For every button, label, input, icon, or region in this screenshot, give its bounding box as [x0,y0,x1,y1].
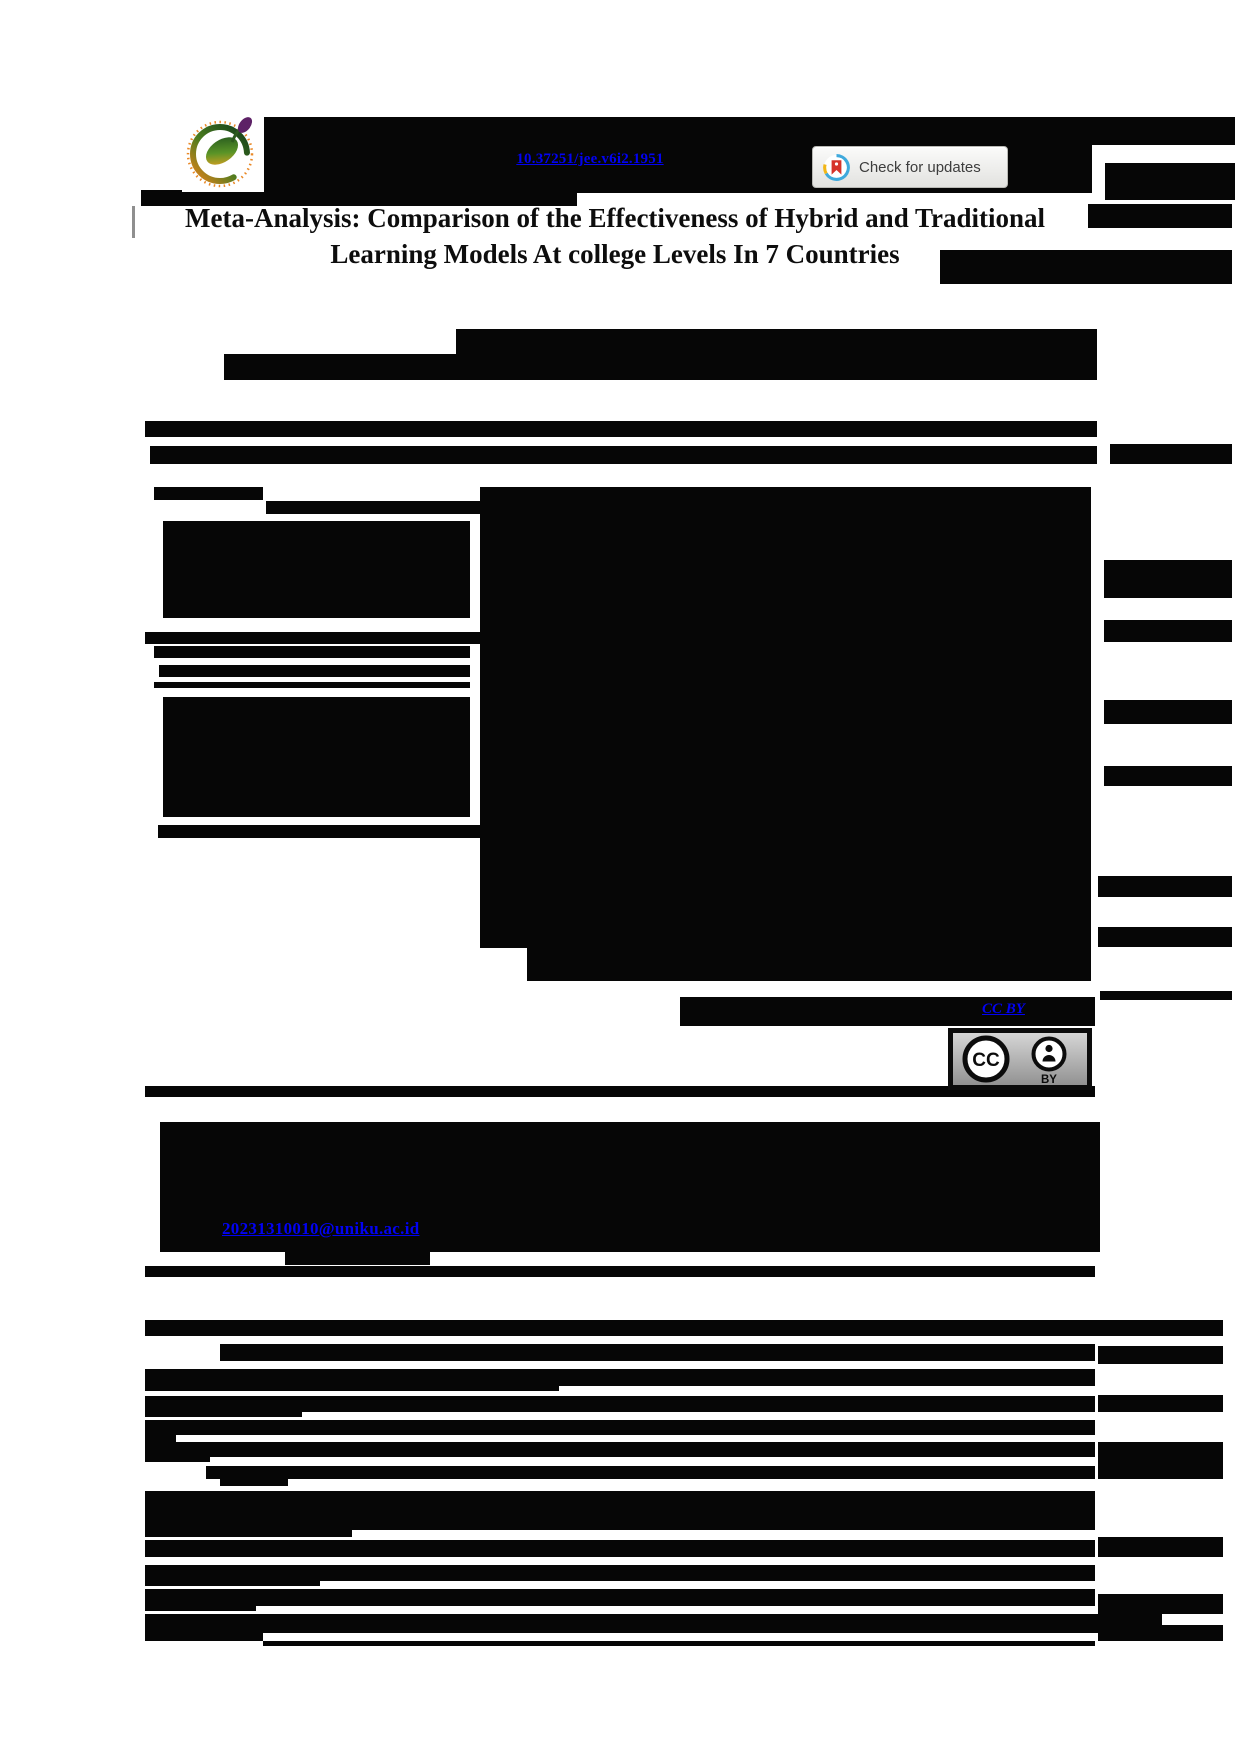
redacted-text-block [1104,620,1232,642]
redacted-text-block [527,948,1091,981]
redacted-text-block [1110,444,1232,464]
redacted-text-block [145,1491,1095,1530]
redacted-text-block [141,190,577,206]
article-title-line1: Meta-Analysis: Comparison of the Effecti… [185,203,1045,233]
attribution-person-icon [1031,1036,1067,1072]
redacted-text-block [1098,1625,1223,1641]
redacted-text-block [145,632,505,644]
redacted-text-block [206,1466,1095,1479]
redacted-text-block [940,250,1232,284]
redacted-text-block [1098,1537,1223,1557]
redacted-text-block [145,1396,1095,1412]
redacted-text-block [145,1412,302,1417]
redacted-text-block [145,1530,352,1537]
redacted-text-block [159,665,470,677]
cc-by-badge[interactable]: CC BY [948,1028,1092,1090]
corresponding-author-email-link[interactable]: 20231310010@uniku.ac.id [222,1219,420,1238]
redacted-text-block [145,1457,210,1462]
redacted-text-block [1098,876,1232,897]
redacted-text-block [145,1420,1095,1435]
redacted-text-block [1104,560,1232,598]
doi-link[interactable]: 10.37251/jee.v6i2.1951 [516,151,664,167]
redacted-text-block [158,825,485,838]
cc-by-link[interactable]: CC BY [982,1001,1025,1017]
redacted-text-block [154,487,263,500]
redacted-text-block [1098,927,1232,947]
redacted-text-block [145,1540,1095,1557]
title-left-edge-mark [132,206,135,238]
redacted-text-block [145,421,1097,437]
redacted-text-block [456,329,1097,354]
redacted-text-block [145,1614,1162,1633]
redacted-text-block [1092,117,1235,145]
redacted-text-block [154,682,470,688]
redacted-text-block [266,501,480,514]
cc-icon: CC [962,1035,1010,1083]
redacted-text-block [154,646,470,658]
redacted-text-block [680,997,1095,1026]
redacted-text-block [1105,163,1235,200]
redacted-text-block [1104,700,1232,724]
redacted-text-block [145,1565,1095,1581]
redacted-text-block [145,1266,1095,1277]
redacted-text-block [145,1320,1223,1336]
redacted-text-block [160,1122,1100,1252]
check-for-updates-label: Check for updates [859,158,981,176]
redacted-text-block [145,1086,1095,1097]
redacted-text-block [145,1369,1095,1386]
crossmark-icon [823,153,850,181]
redacted-text-block [145,1606,256,1611]
redacted-text-block [1104,766,1232,786]
redacted-text-block [145,1442,1095,1457]
redacted-text-block [150,446,1097,464]
redacted-text-block [224,354,1097,380]
redacted-text-block [163,697,470,817]
redacted-text-block [220,1479,288,1486]
redacted-text-block [480,487,1091,948]
redacted-text-block [1100,991,1232,1000]
redacted-text-block [145,1633,263,1641]
redacted-text-block [220,1344,1095,1361]
redacted-text-block [285,1252,430,1265]
badge-cc-label: CC [972,1050,1000,1071]
redacted-text-block [163,521,470,618]
redacted-text-block [1098,1442,1223,1479]
redacted-text-block [145,1386,559,1391]
redacted-text-block [145,1435,176,1442]
redacted-text-block [1098,1594,1223,1614]
redacted-text-block [145,1589,1095,1606]
redacted-text-block [263,1641,1095,1646]
article-title: Meta-Analysis: Comparison of the Effecti… [135,200,1095,272]
article-title-line2: Learning Models At college Levels In 7 C… [330,239,900,269]
badge-by-label: BY [1041,1074,1057,1086]
check-for-updates-button[interactable]: Check for updates [812,146,1008,188]
journal-logo-icon [182,110,264,192]
redacted-text-block [1088,204,1232,228]
redacted-text-block [1098,1395,1223,1412]
redacted-text-block [1098,1346,1223,1364]
redacted-text-block [145,1581,320,1586]
